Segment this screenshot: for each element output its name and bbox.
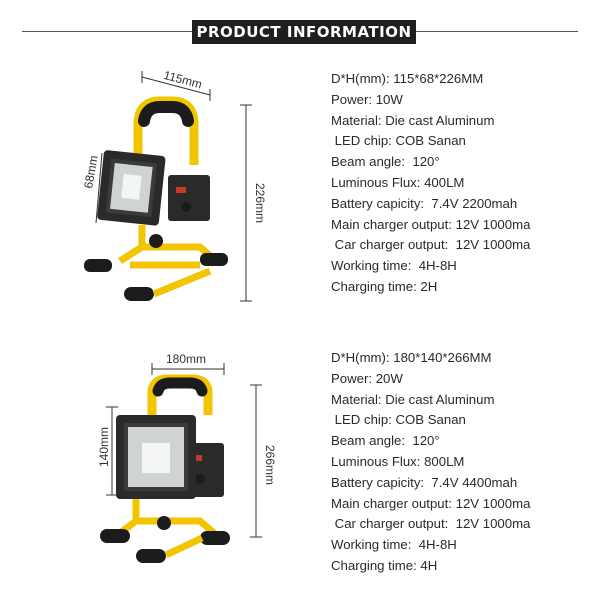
total-height-dimension: 266mm — [250, 384, 277, 538]
spec-power: Power: 10W — [331, 91, 403, 107]
spec-battery: Battery capicity: 7.4V 2200mah — [331, 195, 518, 211]
head-height-label: 140mm — [97, 427, 111, 467]
spec-power: Power: 20W — [331, 370, 403, 386]
spec-led-chip: LED chip: COB Sanan — [331, 412, 466, 428]
section-title: PRODUCT INFORMATION — [192, 20, 416, 44]
spec-luminous-flux: Luminous Flux: 800LM — [331, 453, 465, 469]
head-height-label: 68mm — [81, 154, 101, 189]
total-height-label: 266mm — [263, 445, 277, 485]
total-height-label: 226mm — [253, 183, 267, 223]
spec-list-10w: D*H(mm): 115*68*226MM Power: 10W Materia… — [331, 69, 530, 298]
spec-charging-time: Charging time: 2H — [331, 278, 438, 294]
spec-working-time: Working time: 4H-8H — [331, 258, 457, 274]
spec-material: Material: Die cast Aluminum — [331, 391, 495, 407]
width-label: 180mm — [166, 352, 206, 366]
spec-led-chip: LED chip: COB Sanan — [331, 133, 466, 149]
head-height-dimension: 68mm — [81, 152, 103, 224]
spec-car-charger: Car charger output: 12V 1000ma — [331, 516, 531, 532]
spec-luminous-flux: Luminous Flux: 400LM — [331, 174, 465, 190]
total-height-dimension: 226mm — [240, 104, 267, 302]
spec-beam-angle: Beam angle: 120° — [331, 154, 440, 170]
spec-dimensions: D*H(mm): 115*68*226MM — [331, 71, 484, 86]
spec-battery: Battery capicity: 7.4V 4400mah — [331, 474, 518, 490]
spec-main-charger: Main charger output: 12V 1000ma — [331, 495, 531, 511]
spec-car-charger: Car charger output: 12V 1000ma — [331, 237, 531, 253]
spec-main-charger: Main charger output: 12V 1000ma — [331, 216, 531, 232]
spec-working-time: Working time: 4H-8H — [331, 537, 457, 553]
spec-charging-time: Charging time: 4H — [331, 557, 438, 573]
width-dimension: 180mm — [151, 352, 225, 375]
head-height-dimension: 140mm — [97, 406, 118, 496]
spec-dimensions: D*H(mm): 180*140*266MM — [331, 350, 492, 365]
spec-material: Material: Die cast Aluminum — [331, 112, 495, 128]
width-dimension: 115mm — [141, 68, 211, 101]
spec-beam-angle: Beam angle: 120° — [331, 433, 440, 449]
spec-list-20w: D*H(mm): 180*140*266MM Power: 20W Materi… — [331, 348, 530, 577]
product-image-20w: 180mm 140mm 266mm — [97, 352, 277, 563]
product-image-10w: 115mm 68mm 226mm — [81, 68, 267, 302]
